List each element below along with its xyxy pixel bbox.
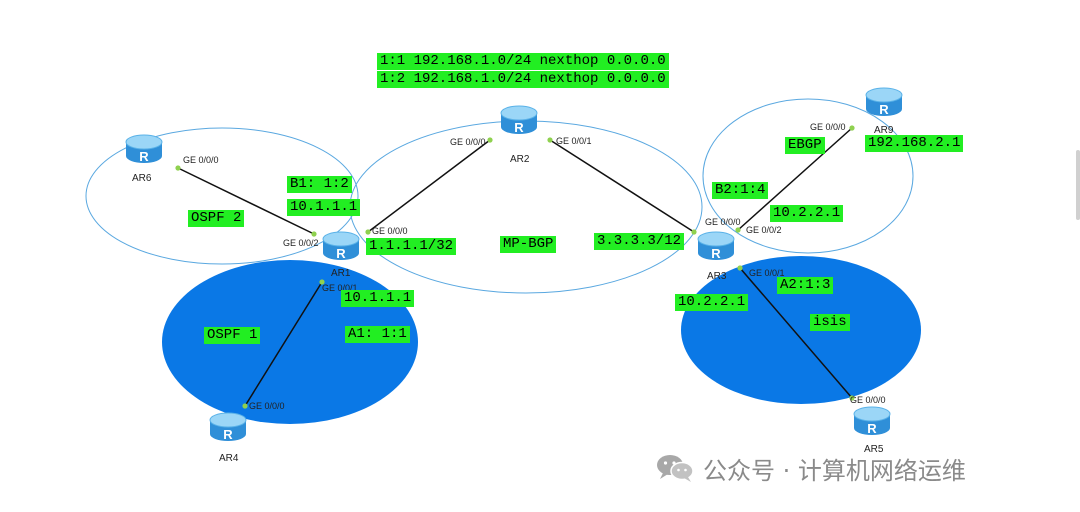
router-ar5-icon[interactable]: R <box>851 403 893 439</box>
link-ar1-ar4 <box>244 281 323 407</box>
tag-ar3-ip-a: 10.2.2.1 <box>675 294 749 311</box>
port-ar4-g000: GE 0/0/0 <box>249 401 285 411</box>
router-letter: R <box>867 421 877 436</box>
link-ar1-ar2 <box>367 139 491 233</box>
router-ar3-icon[interactable]: R <box>695 228 737 264</box>
area-mpbgp <box>349 120 703 294</box>
router-ar3-label: AR3 <box>707 271 727 282</box>
router-ar5-label: AR5 <box>864 444 884 455</box>
wechat-icon <box>657 455 694 482</box>
area-isis <box>681 256 921 404</box>
router-letter: R <box>711 246 721 261</box>
router-letter: R <box>514 120 524 135</box>
tag-ar1-ip-b: 10.1.1.1 <box>287 199 361 216</box>
route-entry-2: 1:2 192.168.1.0/24 nexthop 0.0.0.0 <box>377 71 669 88</box>
area-label-ospf2: OSPF 2 <box>188 210 245 227</box>
port-ar3-g001: GE 0/0/1 <box>749 268 785 278</box>
watermark-text: 公众号 · 计算机网络运维 <box>703 456 966 485</box>
router-ar6-label: AR6 <box>132 173 152 184</box>
port-ar5-g000: GE 0/0/0 <box>850 395 886 405</box>
tag-ar9-network: 192.168.2.1 <box>865 135 964 152</box>
tag-ar3-loopback: 3.3.3.3/12 <box>594 233 685 250</box>
router-ar4-icon[interactable]: R <box>207 409 249 445</box>
router-ar6-icon[interactable]: R <box>123 131 165 167</box>
tag-b2-rd: B2:1:4 <box>712 182 769 199</box>
port-ar3-g002: GE 0/0/2 <box>746 225 782 235</box>
port-ar2-g001: GE 0/0/1 <box>556 136 592 146</box>
router-ar4-label: AR4 <box>219 453 239 464</box>
tag-ar1-loopback: 1.1.1.1/32 <box>366 238 457 255</box>
router-ar9-icon[interactable]: R <box>863 84 905 120</box>
watermark: 公众号 · 计算机网络运维 <box>655 452 966 485</box>
tag-a1-rd: A1: 1:1 <box>345 326 410 343</box>
router-letter: R <box>336 246 346 261</box>
port-ar1-g000: GE 0/0/0 <box>372 226 408 236</box>
area-label-ospf1: OSPF 1 <box>204 327 261 344</box>
port-ar6-g000: GE 0/0/0 <box>183 155 219 165</box>
tag-ar3-ip-b: 10.2.2.1 <box>770 205 844 222</box>
link-ar3-ar9 <box>737 127 853 231</box>
link-ar2-ar3 <box>549 139 695 233</box>
router-ar9-label: AR9 <box>874 125 894 136</box>
route-entry-1: 1:1 192.168.1.0/24 nexthop 0.0.0.0 <box>377 53 669 70</box>
router-letter: R <box>139 149 149 164</box>
area-ospf2 <box>85 127 359 265</box>
router-letter: R <box>223 427 233 442</box>
router-ar2-label: AR2 <box>510 154 530 165</box>
port-ar9-g000: GE 0/0/0 <box>810 122 846 132</box>
router-letter: R <box>879 102 889 117</box>
area-label-ebgp: EBGP <box>785 137 825 154</box>
tag-a2-rd: A2:1:3 <box>777 277 834 294</box>
port-ar1-g002: GE 0/0/2 <box>283 238 319 248</box>
port-ar2-g000: GE 0/0/0 <box>450 137 486 147</box>
port-ar3-g000: GE 0/0/0 <box>705 217 741 227</box>
port-ar1-g001: GE 0/0/1 <box>322 283 358 293</box>
tag-ar1-ip-a: 10.1.1.1 <box>341 290 415 307</box>
tag-b1-rd: B1: 1:2 <box>287 176 352 193</box>
scrollbar[interactable] <box>1076 150 1080 220</box>
area-label-isis: isis <box>810 314 850 331</box>
router-ar1-icon[interactable]: R <box>320 228 362 264</box>
link-ar3-ar5 <box>739 267 853 399</box>
router-ar1-label: AR1 <box>331 268 351 279</box>
link-ar6-ar1 <box>177 167 315 235</box>
port-dots <box>175 125 855 409</box>
area-label-mpbgp: MP-BGP <box>500 236 557 253</box>
router-ar2-icon[interactable]: R <box>498 102 540 138</box>
area-ebgp <box>702 98 914 254</box>
